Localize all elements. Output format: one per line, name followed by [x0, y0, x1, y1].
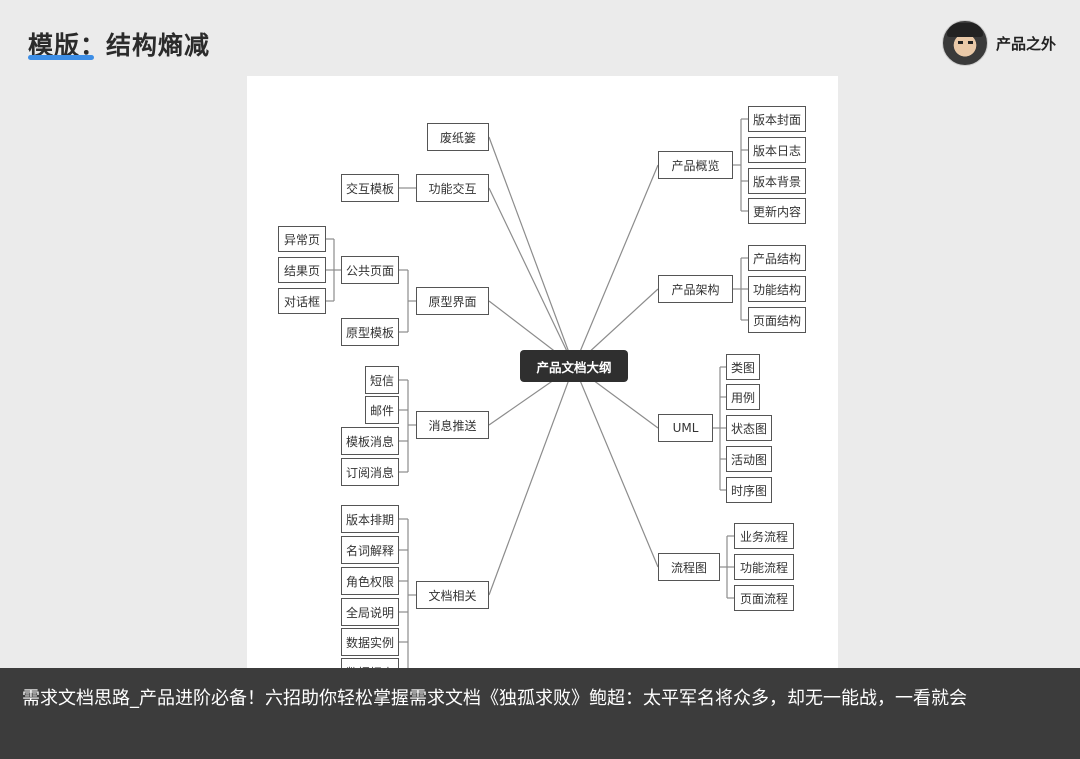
- node-dialog: 对话框: [278, 288, 326, 314]
- avatar: [941, 20, 988, 66]
- node-version-log: 版本日志: [748, 137, 806, 163]
- node-role-permissions: 角色权限: [341, 567, 399, 595]
- node-subscription-message: 订阅消息: [341, 458, 399, 486]
- branch-interaction: 功能交互: [416, 174, 489, 202]
- node-class-diagram: 类图: [726, 354, 760, 380]
- node-prototype-template: 原型模板: [341, 318, 399, 346]
- branch-flowchart: 流程图: [658, 553, 720, 581]
- node-feature-flow: 功能流程: [734, 554, 794, 580]
- node-state-diagram: 状态图: [726, 415, 772, 441]
- branch-trash: 废纸篓: [427, 123, 489, 151]
- node-activity-diagram: 活动图: [726, 446, 772, 472]
- branch-architecture: 产品架构: [658, 275, 733, 303]
- connector-root-branch-overview: [573, 164, 659, 367]
- node-feature-structure: 功能结构: [748, 276, 806, 302]
- node-version-cover: 版本封面: [748, 106, 806, 132]
- node-use-case: 用例: [726, 384, 760, 410]
- brand: 产品之外: [941, 20, 1056, 66]
- node-email: 邮件: [365, 396, 399, 424]
- node-interaction-template: 交互模板: [341, 174, 399, 202]
- node-error-page: 异常页: [278, 226, 326, 252]
- connector-root-branch-interaction: [488, 187, 575, 367]
- root-node: 产品文档大纲: [520, 350, 628, 382]
- brand-name: 产品之外: [995, 34, 1056, 53]
- node-global-notes: 全局说明: [341, 598, 399, 626]
- node-page-structure: 页面结构: [748, 307, 806, 333]
- node-page-flow: 页面流程: [734, 585, 794, 611]
- video-caption: 需求文档思路_产品进阶必备！六招助你轻松掌握需求文档《独孤求败》鲍超：太平军名将…: [0, 668, 1080, 759]
- node-version-background: 版本背景: [748, 168, 806, 194]
- connector-root-branch-docs: [488, 365, 575, 596]
- node-business-flow: 业务流程: [734, 523, 794, 549]
- branch-uml: UML: [658, 414, 713, 442]
- branch-docs: 文档相关: [416, 581, 489, 609]
- branch-messages: 消息推送: [416, 411, 489, 439]
- node-sequence-diagram: 时序图: [726, 477, 772, 503]
- node-release-schedule: 版本排期: [341, 505, 399, 533]
- mindmap-canvas: 产品文档大纲 废纸篓 功能交互 原型界面 消息推送 文档相关 交互模板 公共页面…: [247, 76, 838, 696]
- node-result-page: 结果页: [278, 257, 326, 283]
- node-common-pages: 公共页面: [341, 256, 399, 284]
- node-product-structure: 产品结构: [748, 245, 806, 271]
- node-data-examples: 数据实例: [341, 628, 399, 656]
- connector-root-branch-flowchart: [573, 365, 659, 568]
- connector-root-branch-trash: [488, 136, 575, 367]
- node-sms: 短信: [365, 366, 399, 394]
- branch-prototype: 原型界面: [416, 287, 489, 315]
- title-underline: [28, 55, 94, 60]
- node-update-content: 更新内容: [748, 198, 806, 224]
- node-glossary: 名词解释: [341, 536, 399, 564]
- node-template-message: 模板消息: [341, 427, 399, 455]
- branch-overview: 产品概览: [658, 151, 733, 179]
